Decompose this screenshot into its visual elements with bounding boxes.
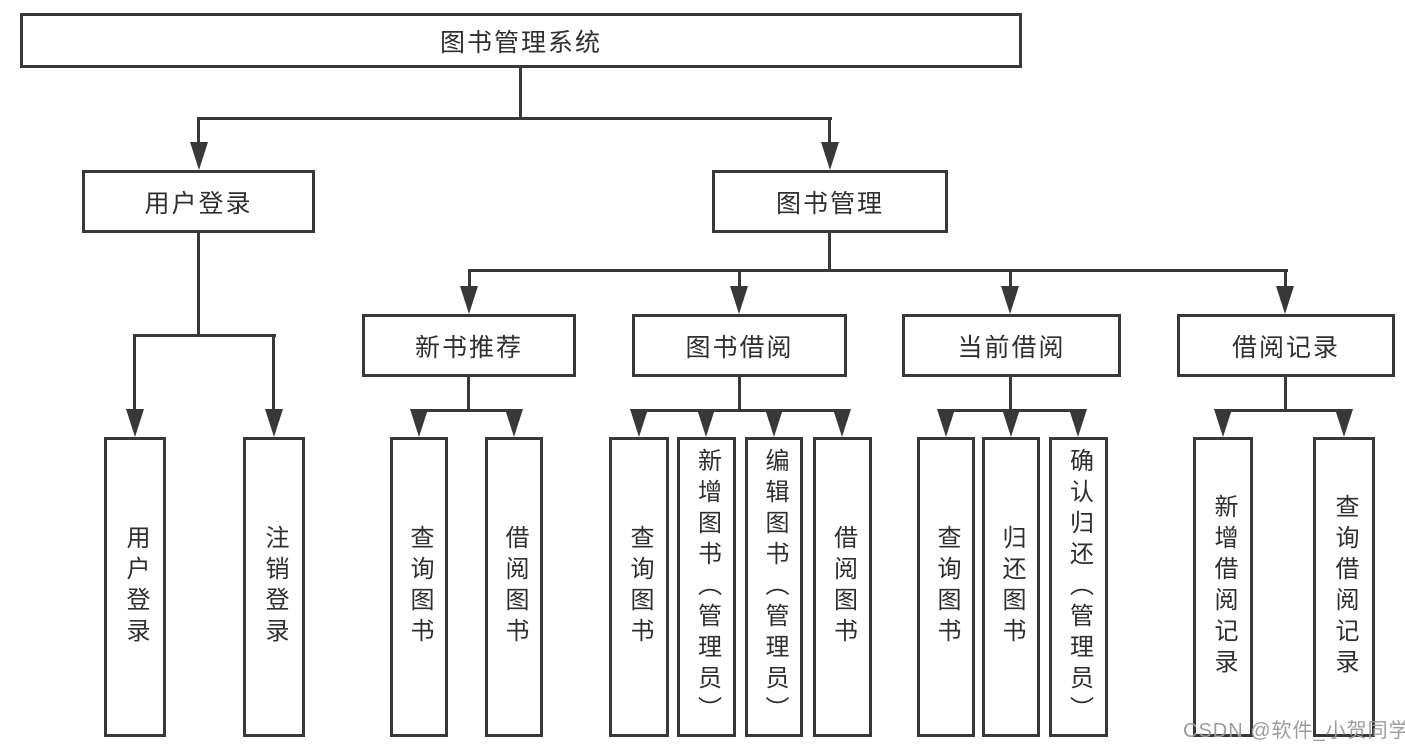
connector-line [272, 334, 275, 412]
connector-line [418, 409, 517, 412]
node-library-management-system: 图书管理系统 [20, 13, 1022, 68]
connector-line [197, 233, 200, 335]
arrow-down-icon [190, 142, 208, 170]
arrow-down-icon [697, 409, 715, 437]
connector-line [828, 233, 831, 272]
arrow-down-icon [505, 409, 523, 437]
connector-line [1009, 377, 1012, 412]
connector-line [1284, 377, 1287, 412]
arrow-down-icon [1001, 286, 1019, 314]
leaf-confirm-return-admin: 确认归还（管理员） [1049, 437, 1108, 737]
connector-line [1009, 269, 1012, 289]
arrow-down-icon [1002, 409, 1020, 437]
leaf-query-borrow-record: 查询借阅记录 [1313, 437, 1375, 737]
connector-line [828, 117, 831, 147]
connector-line [197, 117, 200, 147]
arrow-down-icon [126, 409, 144, 437]
connector-line [198, 117, 832, 120]
arrow-down-icon [630, 409, 648, 437]
arrow-down-icon [821, 142, 839, 170]
leaf-query-books-recommend: 查询图书 [390, 437, 448, 737]
leaf-return-book: 归还图书 [982, 437, 1040, 737]
connector-line [1222, 409, 1344, 412]
leaf-query-books-borrow: 查询图书 [609, 437, 669, 737]
csdn-watermark: CSDN @软件_小贺同学 [1183, 720, 1405, 742]
leaf-add-borrow-record: 新增借阅记录 [1193, 437, 1253, 737]
leaf-query-books-current: 查询图书 [917, 437, 975, 737]
arrow-down-icon [265, 409, 283, 437]
connector-line [468, 269, 1288, 272]
arrow-down-icon [730, 286, 748, 314]
leaf-borrow-books-recommend: 借阅图书 [485, 437, 543, 737]
arrow-down-icon [765, 409, 783, 437]
leaf-add-book-admin: 新增图书（管理员） [677, 437, 736, 737]
leaf-borrow-books: 借阅图书 [813, 437, 872, 737]
leaf-logout: 注销登录 [243, 437, 305, 737]
connector-line [133, 334, 136, 412]
node-new-book-recommend: 新书推荐 [362, 314, 576, 377]
arrow-down-icon [1276, 286, 1294, 314]
connector-line [468, 269, 471, 289]
node-user-login: 用户登录 [82, 170, 315, 233]
leaf-edit-book-admin: 编辑图书（管理员） [745, 437, 803, 737]
arrow-down-icon [1069, 409, 1087, 437]
connector-line [133, 334, 276, 337]
node-book-management: 图书管理 [712, 170, 948, 233]
arrow-down-icon [460, 286, 478, 314]
node-current-borrow: 当前借阅 [902, 314, 1121, 377]
connector-line [738, 377, 741, 412]
arrow-down-icon [833, 409, 851, 437]
arrow-down-icon [937, 409, 955, 437]
arrow-down-icon [1214, 409, 1232, 437]
connector-line [1284, 269, 1287, 289]
connector-line [738, 269, 741, 289]
connector-line [519, 68, 522, 118]
leaf-user-login: 用户登录 [104, 437, 166, 737]
node-book-borrow: 图书借阅 [632, 314, 847, 377]
arrow-down-icon [410, 409, 428, 437]
connector-line [467, 377, 470, 412]
arrow-down-icon [1335, 409, 1353, 437]
connector-line [638, 409, 845, 412]
node-borrow-records: 借阅记录 [1177, 314, 1395, 377]
